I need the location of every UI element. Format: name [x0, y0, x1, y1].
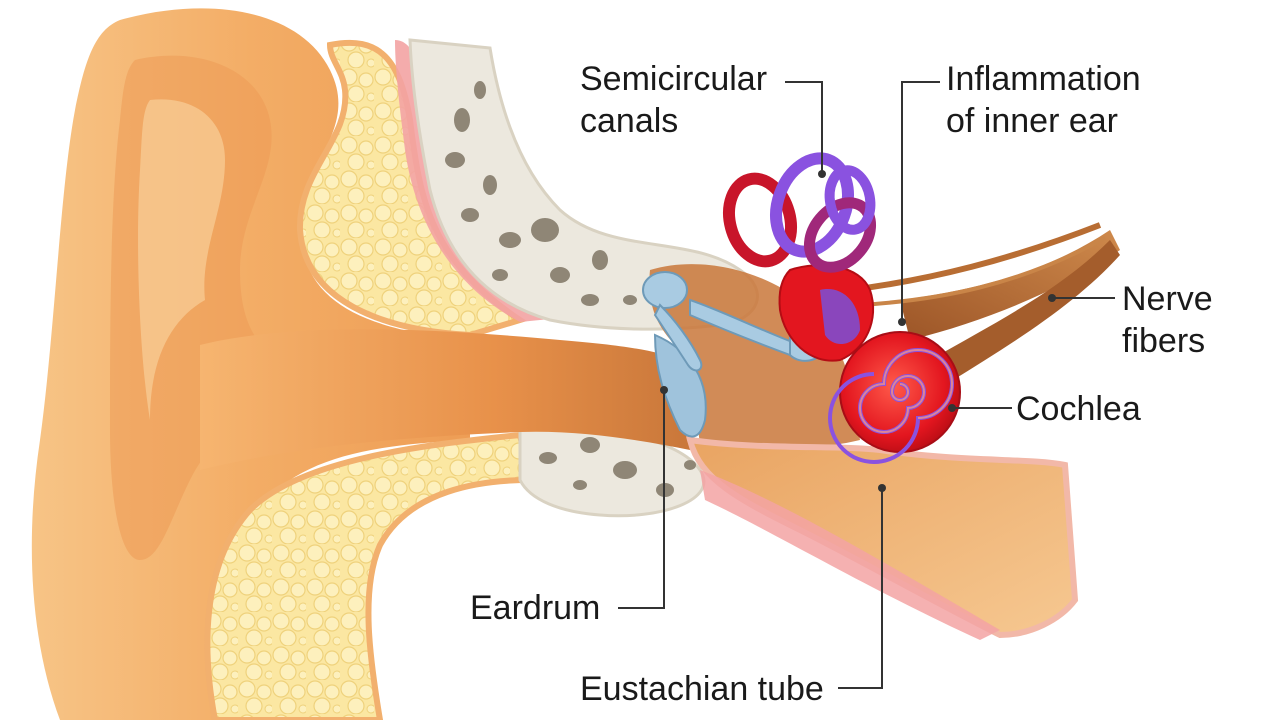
ear-canal: [200, 329, 690, 470]
label-nerve-line1: Nerve: [1122, 280, 1213, 318]
leader-inflammation: [901, 81, 940, 322]
label-inflammation-line2: of inner ear: [946, 102, 1118, 140]
label-nerve-fibers: Nerve fibers: [1122, 278, 1213, 362]
label-semicircular-line1: Semicircular: [580, 60, 768, 98]
label-eardrum-text: Eardrum: [470, 589, 601, 627]
label-cochlea-text: Cochlea: [1016, 390, 1141, 428]
leader-dots: [660, 170, 1056, 492]
label-nerve-line2: fibers: [1122, 322, 1206, 360]
cochlea-shape: [828, 331, 961, 464]
label-inflammation-of-inner-ear: Inflammation of inner ear: [946, 58, 1141, 142]
label-eardrum: Eardrum: [470, 587, 600, 629]
label-cochlea: Cochlea: [1016, 388, 1141, 430]
label-inflammation-line1: Inflammation: [946, 60, 1141, 98]
leader-eardrum: [618, 390, 665, 609]
leader-eustachian: [838, 488, 883, 689]
nerve-fibers-shape: [849, 222, 1120, 385]
label-eustachian-tube: Eustachian tube: [580, 668, 824, 710]
semicircular-canals-shape: [723, 152, 877, 273]
lower-temporal-bone: [518, 425, 706, 518]
label-semicircular-canals: Semicircular canals: [580, 58, 767, 142]
lower-fat-tissue: [204, 431, 534, 720]
leader-lines: [618, 81, 1115, 689]
leader-semicircular: [785, 81, 823, 172]
label-semicircular-line2: canals: [580, 102, 679, 140]
upper-temporal-bone: [408, 38, 759, 331]
label-eustachian-text: Eustachian tube: [580, 670, 824, 708]
